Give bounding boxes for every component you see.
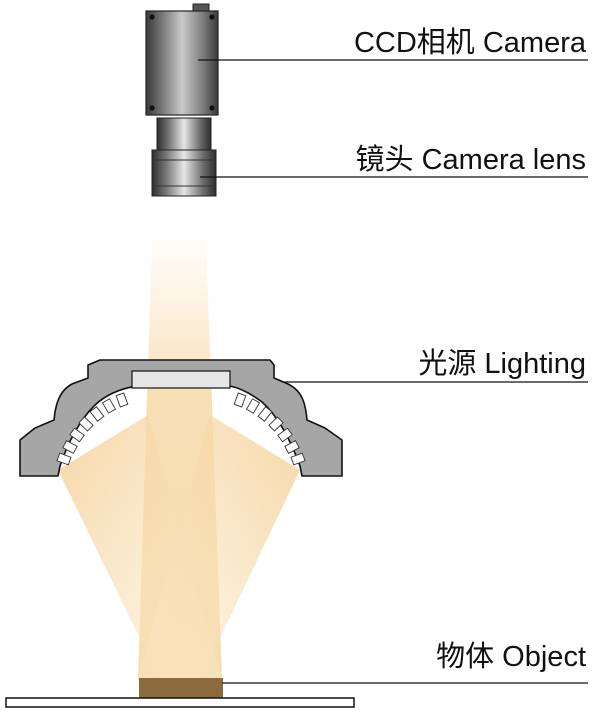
led-cell [268,416,284,432]
camera-label: CCD相机 Camera [353,27,586,59]
lens-label: 镜头 Camera lens [355,144,586,176]
camera-screw [149,14,155,20]
base-plate [5,697,355,708]
led-array-right [233,392,306,466]
camera-screw [209,14,215,20]
led-cell [245,398,261,414]
lens-upper-ring [156,117,212,153]
led-cell [89,406,105,422]
led-cell [69,427,85,443]
leader-lines [198,59,588,684]
object-sample [139,678,223,698]
led-cell [56,452,72,466]
dome-light-source [19,359,343,477]
led-cell [115,392,129,408]
camera-screw [149,105,155,111]
led-cell [78,416,94,432]
led-cell [257,406,273,422]
right-light-beam [138,415,300,680]
light-diffuser-window [131,370,231,389]
led-cell [277,427,293,443]
led-array-left [56,392,129,466]
ccd-camera [145,3,219,116]
camera-body [145,10,219,116]
camera-screw [209,105,215,111]
led-cell [62,440,78,454]
led-cell [284,440,300,454]
lighting-label: 光源 Lighting [418,348,586,380]
led-cell [101,398,117,414]
inspection-stage [5,678,355,708]
object-label: 物体 Object [436,641,586,673]
light-beams [58,240,300,680]
lens-focus-ring [151,149,217,197]
led-cell [290,452,306,466]
camera-lens [151,117,217,197]
led-cell [233,392,247,408]
